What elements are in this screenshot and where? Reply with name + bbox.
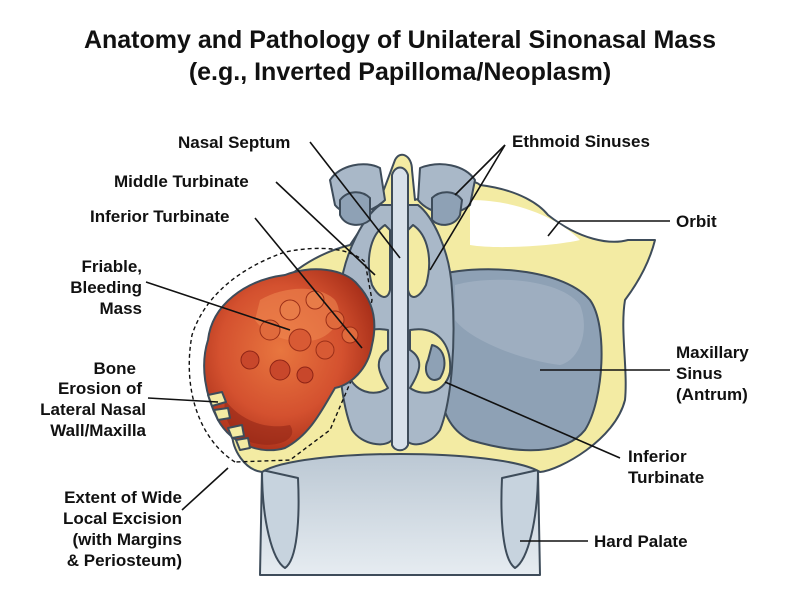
leader-middle-turbinate — [275, 181, 376, 276]
leader-inferior-turbinate-left — [254, 217, 363, 349]
label-friable-mass-3: Mass — [99, 299, 142, 318]
label-maxillary-sinus-2: Sinus — [676, 364, 722, 383]
label-friable-mass-1: Friable, — [82, 257, 142, 276]
label-ethmoid-sinuses: Ethmoid Sinuses — [512, 132, 650, 151]
bone-erosion-fragments — [207, 391, 251, 451]
label-wide-excision-2: Local Excision — [63, 509, 182, 528]
diagram-title-line2: (e.g., Inverted Papilloma/Neoplasm) — [189, 58, 611, 86]
label-maxillary-sinus-1: Maxillary — [676, 343, 749, 362]
labels: Nasal Septum Middle Turbinate Inferior T… — [40, 132, 749, 570]
leader-wide-excision — [181, 467, 229, 511]
label-wide-excision-4: & Periosteum) — [67, 551, 182, 570]
label-inferior-turbinate-left: Inferior Turbinate — [90, 207, 229, 226]
label-bone-erosion-3: Lateral Nasal — [40, 400, 146, 419]
alveolar-right — [500, 469, 539, 569]
alveolar-left — [261, 469, 300, 569]
ethmoid-cells — [329, 163, 476, 226]
excision-boundary — [188, 247, 373, 463]
maxillary-sinus-highlight — [455, 279, 584, 365]
label-middle-turbinate: Middle Turbinate — [114, 172, 249, 191]
leader-ethmoid-1 — [454, 144, 506, 196]
leader-orbit-tick — [547, 220, 561, 237]
orbit-region — [470, 200, 580, 248]
anatomy-illustration — [188, 153, 656, 576]
nasal-septum-shape — [391, 166, 409, 452]
leader-nasal-septum — [309, 141, 401, 259]
label-maxillary-sinus-3: (Antrum) — [676, 385, 748, 404]
leader-friable-mass — [145, 281, 291, 331]
label-wide-excision-1: Extent of Wide — [64, 488, 182, 507]
inferior-turbinate-right-inner — [424, 344, 446, 381]
label-inferior-turbinate-right-2: Turbinate — [628, 468, 704, 487]
leader-bone-erosion — [147, 397, 219, 403]
label-wide-excision-3: (with Margins — [72, 530, 182, 549]
leader-inferior-turbinate-right — [444, 381, 621, 459]
label-hard-palate: Hard Palate — [594, 532, 688, 551]
leader-lines — [145, 141, 670, 542]
hard-palate-shape — [259, 446, 541, 576]
label-bone-erosion-2: Erosion of — [58, 379, 142, 398]
label-inferior-turbinate-right-1: Inferior — [628, 447, 687, 466]
middle-turbinate-right — [407, 224, 431, 298]
label-friable-mass-2: Bleeding — [70, 278, 142, 297]
label-orbit: Orbit — [676, 212, 717, 231]
leader-ethmoid-2 — [429, 144, 506, 271]
label-nasal-septum: Nasal Septum — [178, 133, 290, 152]
label-bone-erosion-4: Wall/Maxilla — [50, 421, 146, 440]
middle-turbinate-left — [367, 224, 391, 298]
label-bone-erosion-1: Bone — [94, 359, 137, 378]
diagram-title-line1: Anatomy and Pathology of Unilateral Sino… — [84, 26, 716, 54]
